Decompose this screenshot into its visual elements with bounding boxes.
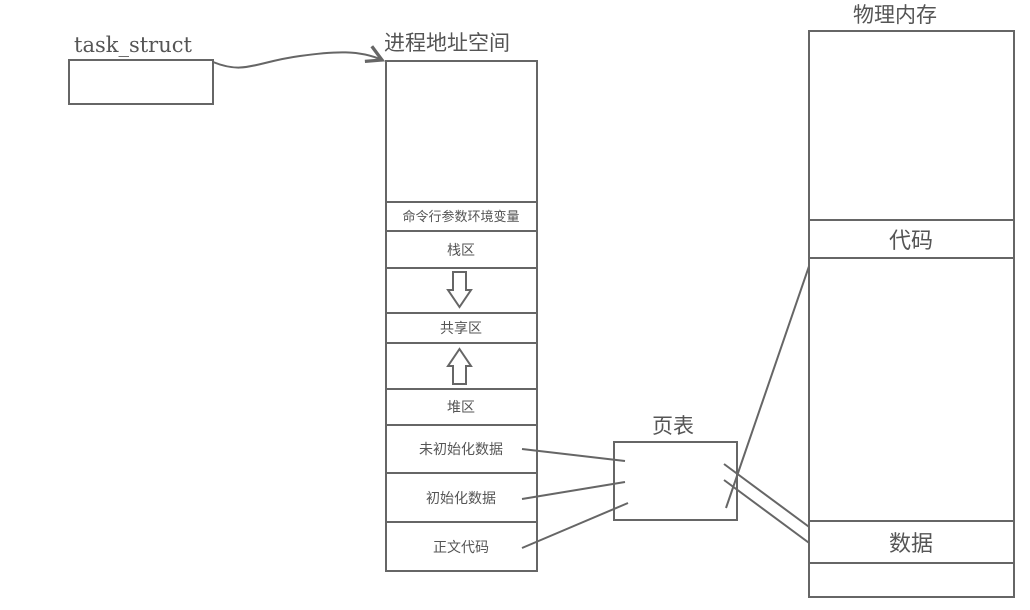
address-space-title: 进程地址空间: [384, 31, 510, 55]
text-segment-label: 正文代码: [433, 540, 489, 556]
heap-segment-label: 堆区: [447, 400, 475, 416]
physical-memory-dividers: [809, 219, 1014, 564]
page-table-mapping-lines: [521, 239, 821, 552]
page-table-title: 页表: [652, 414, 694, 438]
heap-grow-up-arrow-icon: [446, 347, 473, 385]
page-table-box: [613, 441, 738, 521]
physical-memory-title: 物理内存: [853, 3, 937, 27]
physical-code-label: 代码: [889, 229, 933, 254]
address-space-box: [385, 60, 538, 572]
stack-segment-label: 栈区: [447, 243, 475, 259]
data-segment-label: 初始化数据: [426, 490, 496, 507]
address-space-dividers: [386, 201, 537, 523]
cmd-env-segment-label: 命令行参数环境变量: [402, 209, 519, 225]
task-struct-label: task_struct: [74, 33, 193, 57]
task-struct-pointer-arrow: [212, 52, 382, 69]
task-struct-box: [68, 59, 214, 105]
shared-segment-label: 共享区: [440, 320, 482, 337]
stack-grow-down-arrow-icon: [446, 271, 473, 309]
physical-memory-box: [808, 30, 1015, 598]
physical-data-label: 数据: [889, 532, 933, 557]
bss-segment-label: 未初始化数据: [419, 441, 503, 458]
